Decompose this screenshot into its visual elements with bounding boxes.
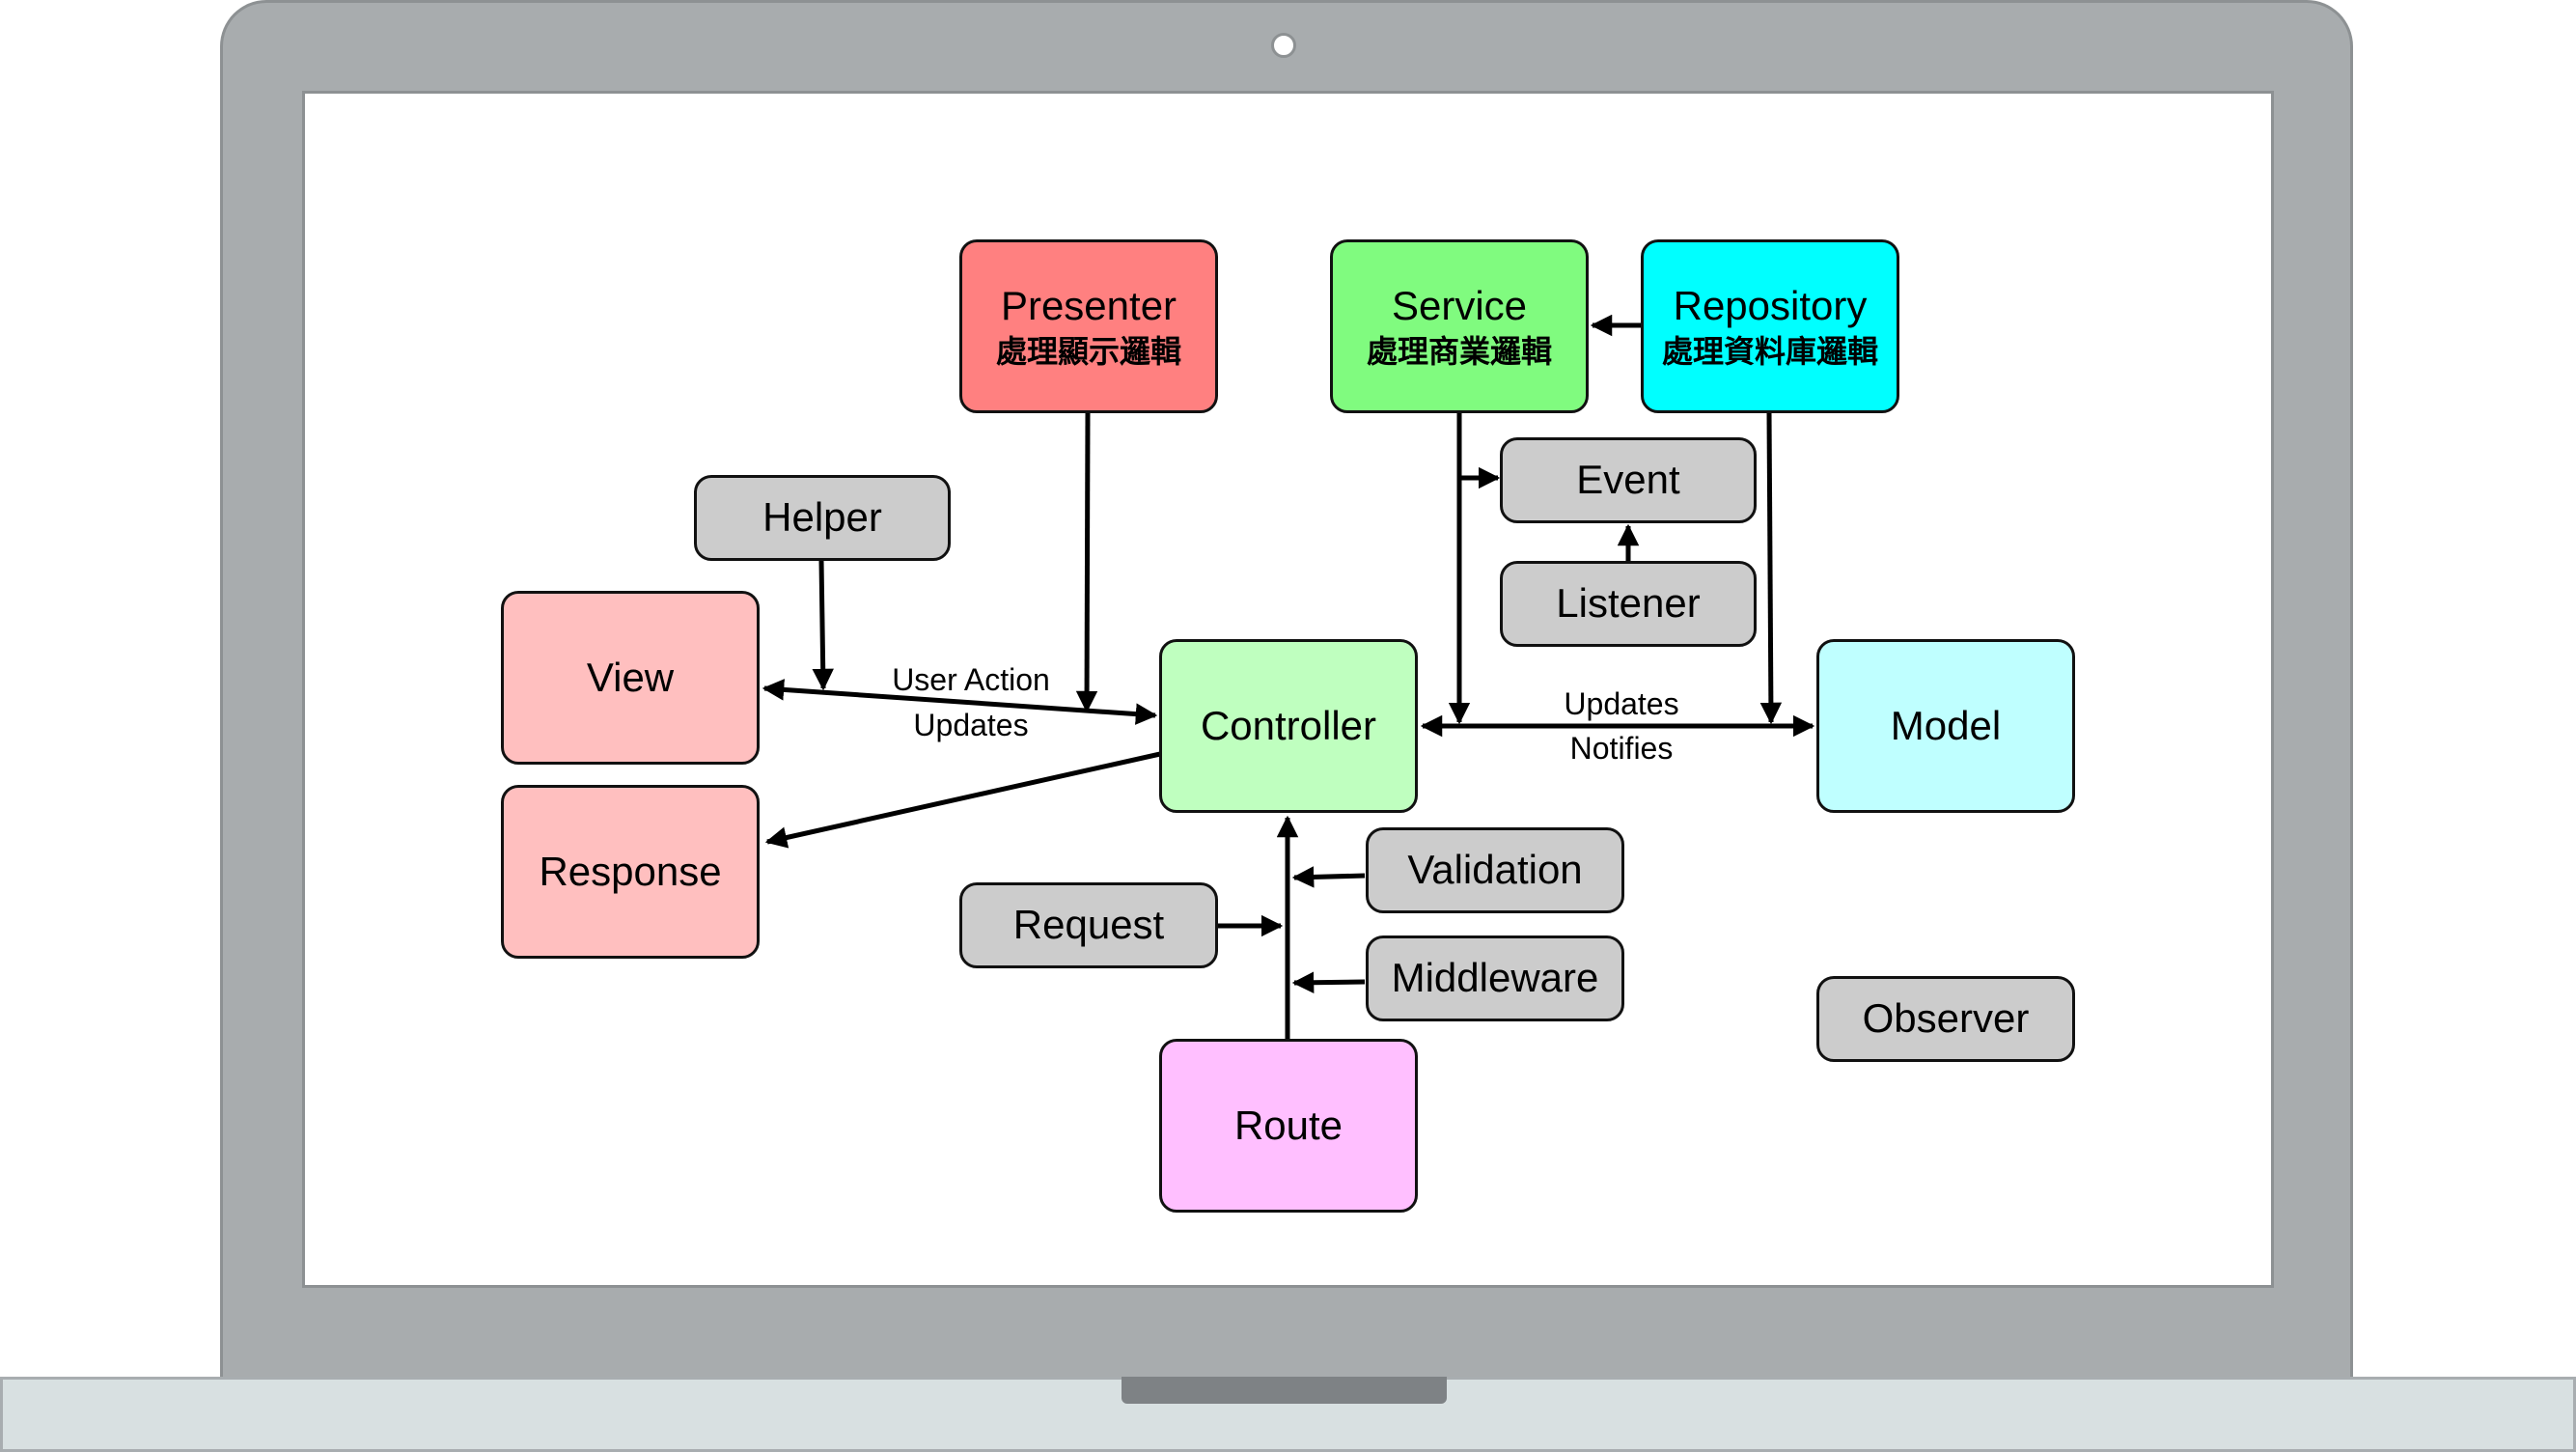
middleware-title: Middleware <box>1391 955 1599 1001</box>
presenter-subtitle: 處理顯示邏輯 <box>995 332 1181 370</box>
laptop-base-notch <box>1122 1377 1447 1404</box>
validation-node: Validation <box>1366 827 1624 913</box>
request-title: Request <box>1012 902 1165 948</box>
service-subtitle: 處理商業邏輯 <box>1366 332 1552 370</box>
label-updates-right: Updates <box>1564 686 1679 721</box>
edge-validation-route <box>1291 866 1366 888</box>
request-node: Request <box>959 882 1218 968</box>
listener-node: Listener <box>1500 561 1757 647</box>
response-title: Response <box>539 848 722 894</box>
edge-presenter-controller <box>1075 411 1098 713</box>
presenter-node: Presenter 處理顯示邏輯 <box>959 239 1218 413</box>
presenter-title: Presenter <box>1000 282 1177 328</box>
service-node: Service 處理商業邏輯 <box>1330 239 1589 413</box>
route-title: Route <box>1233 1102 1343 1148</box>
controller-title: Controller <box>1200 702 1377 748</box>
edge-middleware-route <box>1291 971 1366 993</box>
edge-repository-model <box>1759 411 1783 725</box>
service-title: Service <box>1391 282 1528 328</box>
helper-title: Helper <box>762 494 882 541</box>
observer-node: Observer <box>1816 976 2075 1062</box>
helper-node: Helper <box>694 475 951 561</box>
view-node: View <box>501 591 760 765</box>
repository-subtitle: 處理資料庫邏輯 <box>1661 332 1878 370</box>
event-node: Event <box>1500 437 1757 523</box>
observer-title: Observer <box>1862 995 2030 1042</box>
edge-view-controller <box>762 679 1158 725</box>
edge-helper-view <box>812 560 834 691</box>
label-notifies: Notifies <box>1569 731 1674 766</box>
repository-title: Repository <box>1673 282 1868 328</box>
middleware-node: Middleware <box>1366 935 1624 1021</box>
model-title: Model <box>1890 702 2002 748</box>
route-node: Route <box>1159 1039 1418 1213</box>
model-node: Model <box>1816 639 2075 813</box>
validation-title: Validation <box>1407 847 1583 893</box>
label-user-action: User Action <box>892 662 1050 697</box>
repository-node: Repository 處理資料庫邏輯 <box>1641 239 1899 413</box>
event-title: Event <box>1576 457 1680 503</box>
view-title: View <box>586 654 675 700</box>
edge-controller-response <box>764 751 1161 849</box>
label-updates-left: Updates <box>913 708 1029 742</box>
controller-node: Controller <box>1159 639 1418 813</box>
listener-title: Listener <box>1556 580 1701 627</box>
response-node: Response <box>501 785 760 959</box>
camera-icon <box>1271 33 1296 58</box>
